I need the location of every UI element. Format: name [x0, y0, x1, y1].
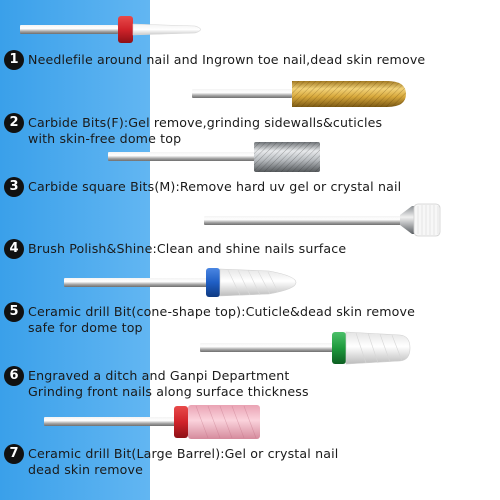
description-line: dead skin remove	[28, 462, 144, 477]
number-badge: 7	[4, 444, 24, 464]
description-line: Carbide square Bits(M):Remove hard uv ge…	[28, 179, 402, 194]
item-description: Engraved a ditch and Ganpi Department Gr…	[28, 368, 309, 400]
description-line: safe for dome top	[28, 320, 143, 335]
gold-carbide-bit	[192, 80, 412, 108]
description-line: Needlefile around nail and Ingrown toe n…	[28, 52, 426, 67]
description-line: Ceramic drill Bit(cone-shape top):Cuticl…	[28, 304, 416, 319]
item-description: Carbide Bits(F):Gel remove,grinding side…	[28, 115, 382, 147]
number-badge: 2	[4, 113, 24, 133]
number-badge: 5	[4, 302, 24, 322]
number-badge: 1	[4, 50, 24, 70]
description-line: Ceramic drill Bit(Large Barrel):Gel or c…	[28, 446, 339, 461]
item-description: Brush Polish&Shine:Clean and shine nails…	[28, 241, 346, 257]
number-badge: 3	[4, 177, 24, 197]
item-description: Ceramic drill Bit(Large Barrel):Gel or c…	[28, 446, 338, 478]
number-badge: 6	[4, 366, 24, 386]
ceramic-cone-bit	[64, 266, 304, 298]
ceramic-tapered-bit	[200, 330, 420, 366]
description-line: Grinding front nails along surface thick…	[28, 384, 309, 399]
needle-file-bit	[20, 16, 220, 44]
description-line: Engraved a ditch and Ganpi Department	[28, 368, 290, 383]
description-line: Carbide Bits(F):Gel remove,grinding side…	[28, 115, 383, 130]
item-description: Carbide square Bits(M):Remove hard uv ge…	[28, 179, 401, 195]
description-line: Brush Polish&Shine:Clean and shine nails…	[28, 241, 347, 256]
item-description: Ceramic drill Bit(cone-shape top):Cuticl…	[28, 304, 415, 336]
number-badge: 4	[4, 239, 24, 259]
item-description: Needlefile around nail and Ingrown toe n…	[28, 52, 425, 68]
description-line: with skin-free dome top	[28, 131, 182, 146]
pink-ceramic-barrel-bit	[44, 404, 264, 440]
silver-carbide-bit	[108, 141, 328, 173]
polish-brush-bit	[204, 200, 444, 240]
blue-side-band	[0, 0, 150, 500]
